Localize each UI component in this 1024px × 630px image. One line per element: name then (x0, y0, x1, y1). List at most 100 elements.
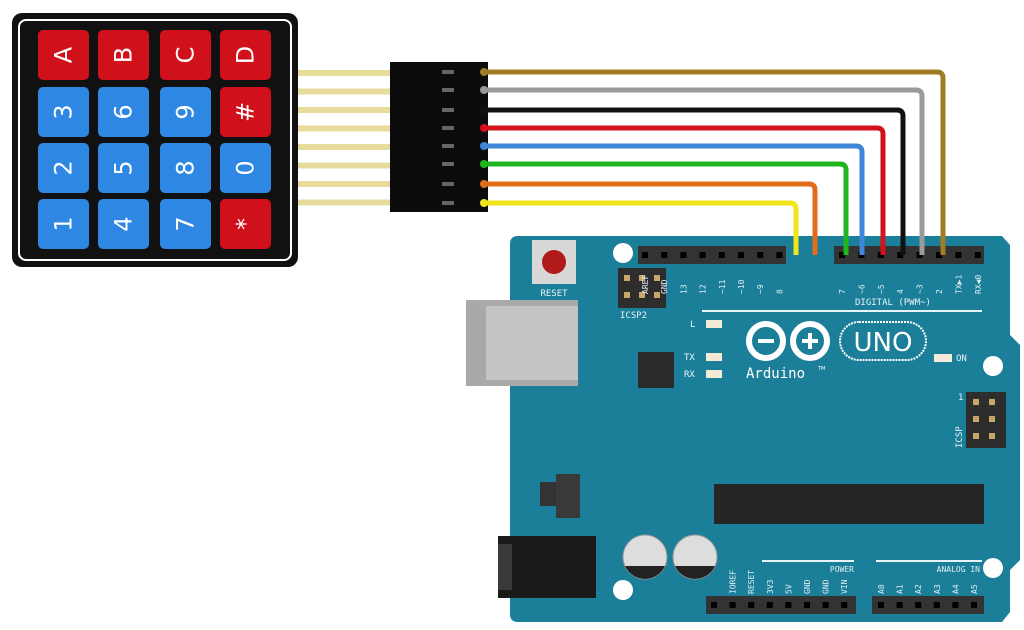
keypad-key[interactable]: A (38, 30, 89, 80)
key-face[interactable] (38, 30, 89, 80)
keypad-key[interactable]: B (98, 30, 149, 80)
digital-pin-label: RX◀0 (974, 275, 983, 294)
keypad-key[interactable]: * (220, 199, 271, 249)
digital-pin-label: 8 (775, 289, 784, 294)
key-face[interactable] (98, 199, 149, 249)
key-face[interactable] (160, 87, 211, 137)
digital-pin-label: 4 (896, 289, 905, 294)
header-pin (936, 252, 942, 258)
wire-end (480, 142, 488, 150)
key-face[interactable] (98, 87, 149, 137)
keypad-key[interactable]: 8 (160, 143, 211, 193)
header-pin (804, 602, 810, 608)
icsp2-pin (639, 275, 645, 281)
wire-end (480, 199, 488, 207)
silkscreen-line (762, 560, 854, 562)
analog-label: ANALOG IN (937, 565, 981, 574)
header-pin (839, 252, 845, 258)
header-pin (933, 602, 940, 608)
analog-pin-label: A5 (970, 584, 979, 594)
power-label: POWER (830, 565, 854, 574)
ribbon-strand (298, 88, 390, 95)
keypad-ribbon-cable (298, 70, 390, 206)
icsp2-header (618, 268, 666, 308)
key-label: D (232, 46, 260, 64)
keypad-key[interactable]: 1 (38, 199, 89, 249)
mount-hole (983, 356, 1003, 376)
keypad-key[interactable]: 9 (160, 87, 211, 137)
key-label: 8 (172, 160, 200, 175)
ribbon-strand (298, 144, 390, 150)
keypad-key[interactable]: 4 (98, 199, 149, 249)
key-face[interactable] (220, 199, 271, 249)
key-label: 7 (172, 216, 200, 231)
led-rx-label: RX (684, 370, 695, 380)
header-pin (757, 252, 764, 258)
key-face[interactable] (38, 143, 89, 193)
analog-pin-label: A3 (933, 584, 942, 594)
jumper-wire (484, 87, 925, 255)
jumper-wire (484, 143, 865, 255)
wire-end (480, 106, 488, 114)
led-l (706, 320, 722, 328)
analog-header (872, 596, 984, 614)
digital-pin-label: ~10 (737, 279, 746, 294)
key-label: 4 (110, 216, 138, 231)
keypad-key[interactable]: C (160, 30, 211, 80)
key-label: 2 (50, 160, 78, 175)
power-jack (498, 536, 596, 598)
keypad-key[interactable]: D (220, 30, 271, 80)
keypad-key[interactable]: 0 (220, 143, 271, 193)
header-pin (680, 252, 687, 258)
keypad-key[interactable]: # (220, 87, 271, 137)
key-face[interactable] (160, 199, 211, 249)
key-face[interactable] (160, 143, 211, 193)
key-face[interactable] (98, 30, 149, 80)
keypad-key[interactable]: 7 (160, 199, 211, 249)
key-face[interactable] (220, 30, 271, 80)
uno-label: UNO (854, 328, 913, 358)
key-face[interactable] (160, 30, 211, 80)
key-label: # (232, 102, 260, 122)
header-pin (766, 602, 773, 608)
icsp2-label: ICSP2 (620, 311, 647, 321)
header-pin (915, 602, 922, 608)
analog-pin-label: A4 (951, 584, 960, 594)
keypad-key[interactable]: 2 (38, 143, 89, 193)
digital-pin-label: 2 (935, 289, 944, 294)
key-label: C (172, 47, 200, 64)
keypad-key[interactable]: 3 (38, 87, 89, 137)
key-label: 0 (232, 160, 260, 175)
key-face[interactable] (98, 143, 149, 193)
digital-pin-label: ~5 (877, 284, 886, 294)
keypad-key[interactable]: 5 (98, 143, 149, 193)
header-pin (952, 602, 959, 608)
led-tx-label: TX (684, 353, 695, 363)
key-face[interactable] (38, 87, 89, 137)
key-face[interactable] (220, 143, 271, 193)
mount-hole (613, 243, 633, 263)
reset-label: RESET (540, 289, 568, 299)
header-pin (785, 602, 792, 608)
ribbon-strand (298, 125, 390, 132)
key-face[interactable] (38, 199, 89, 249)
icsp-pin (989, 416, 995, 422)
icsp2-pin (624, 275, 630, 281)
keypad-key[interactable]: 6 (98, 87, 149, 137)
digital-pin-label: ~9 (756, 284, 765, 294)
ribbon-strand (298, 162, 390, 169)
silkscreen-line (876, 560, 982, 562)
board-pcb (510, 236, 1020, 622)
power-pin-label: 5V (784, 584, 793, 594)
header-pin (642, 252, 648, 258)
key-label: 9 (172, 104, 200, 119)
arduino-logo: Arduino TM (746, 321, 830, 382)
digital-pin-label: ~6 (857, 284, 866, 294)
digital-header-right (834, 246, 984, 264)
digital-header-left (638, 246, 786, 264)
keypad-border (18, 19, 292, 261)
icsp2-pin (654, 292, 660, 298)
digital-pin-label: ~11 (718, 279, 727, 294)
key-face[interactable] (220, 87, 271, 137)
reset-button-cap[interactable] (542, 250, 566, 274)
